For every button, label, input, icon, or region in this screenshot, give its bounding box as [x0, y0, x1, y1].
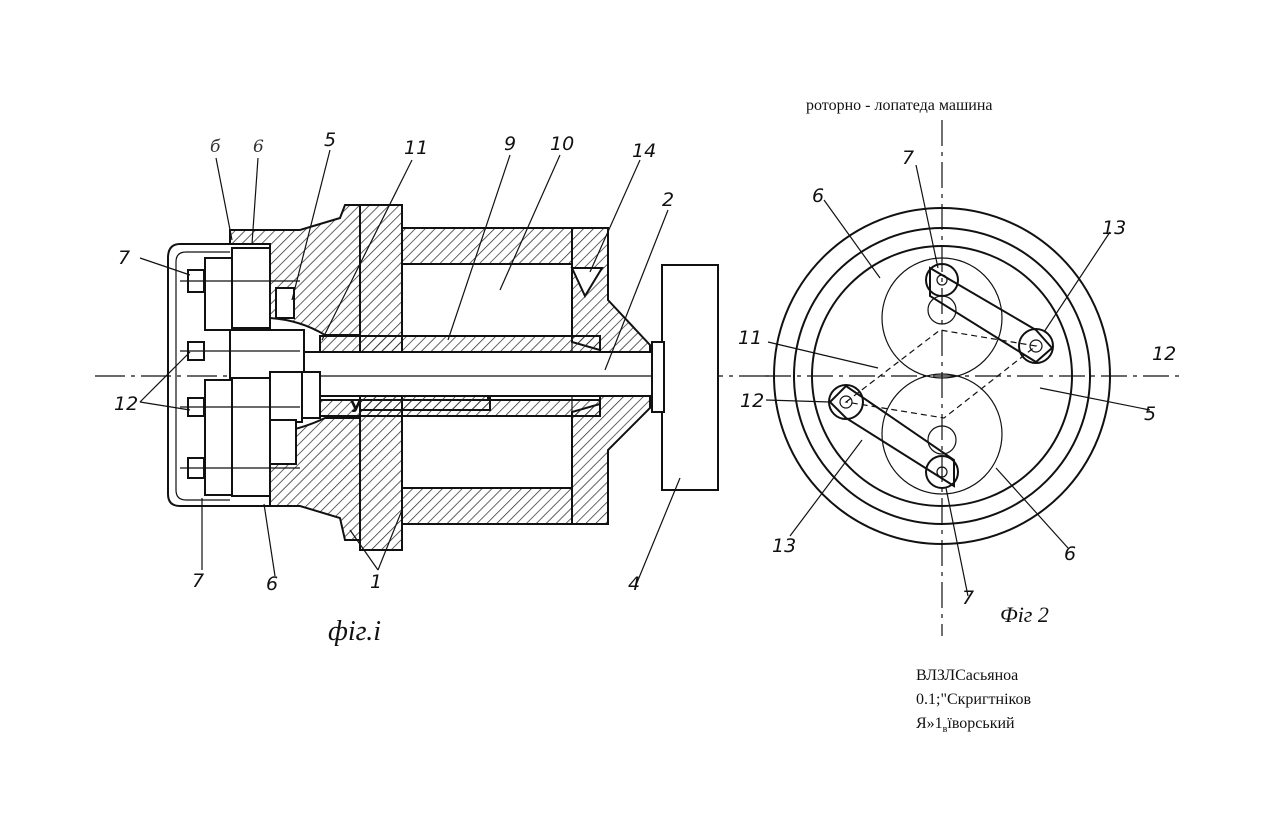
drawing-title: роторно - лопатеда машина: [806, 97, 992, 115]
fig2-label-7-top: 7: [902, 147, 914, 169]
fig2-label-7-bottom: 7: [962, 587, 974, 609]
fig1-label-12: 12: [114, 393, 138, 415]
author-line-3: Я»1вїворський: [916, 712, 1031, 742]
fig1-flywheel: [662, 265, 718, 490]
fig1-label-u: У: [350, 398, 362, 416]
fig1-label-7-bottom: 7: [192, 570, 204, 592]
fig1-label-b: б: [210, 137, 221, 157]
fig1-label-11: 11: [404, 137, 428, 159]
fig2-label-11: 11: [738, 327, 762, 349]
author-line-2: 0.1;"Скригтніков: [916, 688, 1031, 712]
fig2-label-13-bottom: 13: [772, 535, 796, 557]
fig2-label-12-left: 12: [740, 390, 764, 412]
fig1-label-4: 4: [628, 573, 640, 595]
figure-1-section-view: б 6 5 11 9 10 14 2 7 12 7 6 1 4 У: [95, 129, 770, 595]
figure-2-caption: Фіг 2: [1000, 602, 1049, 628]
fig1-label-6-top: 6: [253, 137, 264, 157]
fig1-label-14: 14: [632, 140, 656, 162]
fig1-label-7-left: 7: [118, 247, 130, 269]
author-line-3-suffix: їворський: [947, 715, 1014, 732]
fig2-label-5: 5: [1144, 403, 1156, 425]
fig1-rotor-sleeve: [320, 336, 600, 352]
fig1-label-2: 2: [662, 189, 674, 211]
figure-2-end-view: 7 6 13 11 12 12 5 13 6 7: [738, 120, 1185, 636]
figure-1-caption: фіг.і: [328, 616, 381, 648]
fig1-shaft: [300, 352, 652, 396]
fig2-label-12-right: 12: [1152, 343, 1176, 365]
fig2-label-13-top: 13: [1102, 217, 1126, 239]
fig1-label-9: 9: [504, 133, 516, 155]
fig2-link-upper: [930, 268, 1052, 362]
fig1-housing-wall-bottom: [402, 488, 572, 524]
fig2-label-6-bottom: 6: [1064, 543, 1076, 565]
authors-block: ВЛЗЛСасьяноа 0.1;"Скригтніков Я»1вїворсь…: [916, 664, 1031, 742]
fig1-label-1: 1: [370, 571, 382, 593]
fig1-label-6-bottom: 6: [266, 573, 278, 595]
fig2-label-6-top: 6: [812, 185, 824, 207]
author-line-3-prefix: Я»1: [916, 715, 943, 732]
fig1-hub: [230, 330, 304, 378]
fig1-label-5: 5: [324, 129, 336, 151]
fig1-label-10: 10: [550, 133, 574, 155]
author-line-1: ВЛЗЛСасьяноа: [916, 664, 1031, 688]
fig1-housing-wall-top: [402, 228, 572, 264]
